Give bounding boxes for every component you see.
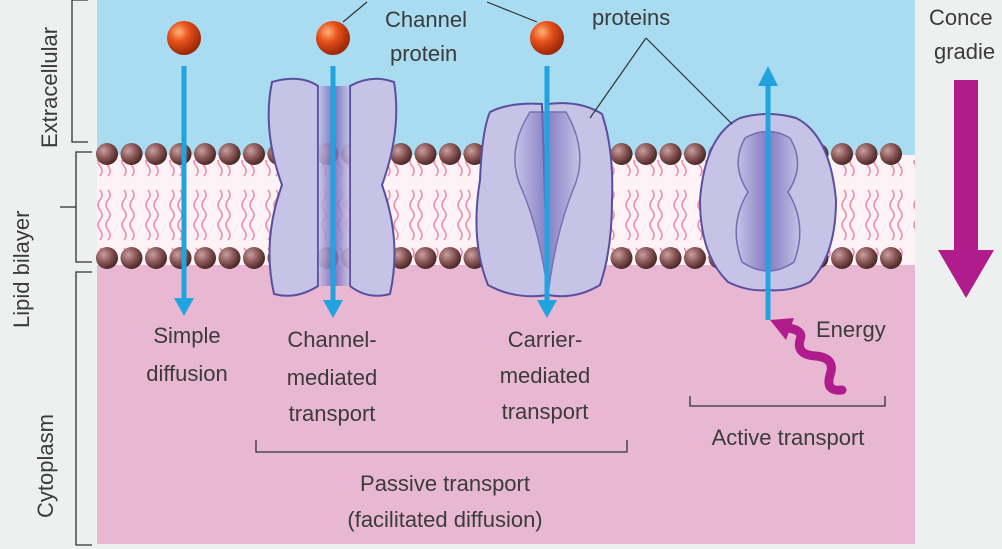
lipid-head <box>659 143 682 165</box>
lipid-head <box>855 247 878 269</box>
region-brackets <box>60 0 92 546</box>
gradient-label-line2: gradie <box>934 39 996 64</box>
lipid-head <box>96 143 118 165</box>
extracellular-label: Extracellular <box>37 26 62 148</box>
lipid-head <box>855 143 878 165</box>
energy-label: Energy <box>816 317 886 342</box>
lipid-head <box>635 143 657 165</box>
cytoplasm-region <box>97 265 915 544</box>
lipid-head <box>390 247 412 269</box>
carrier-protein <box>475 102 614 298</box>
lipid-head <box>390 143 412 165</box>
lipid-head <box>145 143 167 165</box>
lipid-head <box>218 247 241 269</box>
lipid-head <box>145 247 167 269</box>
active-transport-label: Active transport <box>711 425 865 450</box>
channel-protein-label-line1: Channel <box>385 7 467 32</box>
channel-mediated-label-3: transport <box>288 401 376 426</box>
lipid-head <box>194 247 216 269</box>
carrier-mediated-label-2: mediated <box>499 363 591 388</box>
lipid-head <box>684 143 706 165</box>
channel-mediated-label-2: mediated <box>286 365 378 390</box>
channel-arrow <box>323 66 343 318</box>
group-brackets <box>255 396 886 453</box>
lipid-head <box>880 247 902 269</box>
carrier-arrow <box>537 66 557 318</box>
carrier-proteins-label: proteins <box>592 5 671 30</box>
lipid-head <box>120 247 143 269</box>
lipid-head <box>439 247 461 269</box>
lipid-head <box>243 247 265 269</box>
carrier-mediated-label-1: Carrier- <box>507 327 583 352</box>
lipid-head <box>194 143 216 165</box>
simple-diffusion-arrow <box>174 66 194 316</box>
lipid-bilayer-label: Lipid bilayer <box>9 210 34 328</box>
lipid-head <box>218 143 241 165</box>
carrier-mediated-label-3: transport <box>501 399 589 424</box>
energy-arrow <box>770 318 847 395</box>
lipid-head <box>169 247 192 269</box>
lipid-head <box>610 247 633 269</box>
lipid-head <box>831 247 853 269</box>
gradient-arrow <box>938 80 994 298</box>
lipid-head <box>120 143 143 165</box>
solute-particle <box>316 21 350 55</box>
cytoplasm-label: Cytoplasm <box>33 414 58 518</box>
lipid-head <box>610 143 633 165</box>
passive-transport-label-2: (facilitated diffusion) <box>347 507 543 532</box>
lipid-head <box>96 247 118 269</box>
lipid-head <box>659 247 682 269</box>
leader-lines <box>342 1 733 125</box>
channel-protein-label-line2: protein <box>390 41 458 66</box>
gradient-label-line1: Conce <box>929 5 993 30</box>
lipid-head <box>635 247 657 269</box>
lipid-head <box>439 143 461 165</box>
lipid-head <box>169 143 192 165</box>
lipid-head <box>414 247 437 269</box>
solute-particle <box>530 21 564 55</box>
lipid-head <box>243 143 265 165</box>
channel-mediated-label-1: Channel- <box>287 327 377 352</box>
solute-particle <box>167 21 201 55</box>
lipid-head <box>414 143 437 165</box>
lipid-head <box>684 247 706 269</box>
lipid-head <box>831 143 853 165</box>
simple-diffusion-label-2: diffusion <box>146 361 228 386</box>
lipid-head <box>880 143 902 165</box>
passive-transport-label-1: Passive transport <box>360 471 530 496</box>
lipid-head <box>463 143 486 165</box>
active-transport-arrow <box>758 66 778 320</box>
simple-diffusion-label-1: Simple <box>153 323 221 348</box>
